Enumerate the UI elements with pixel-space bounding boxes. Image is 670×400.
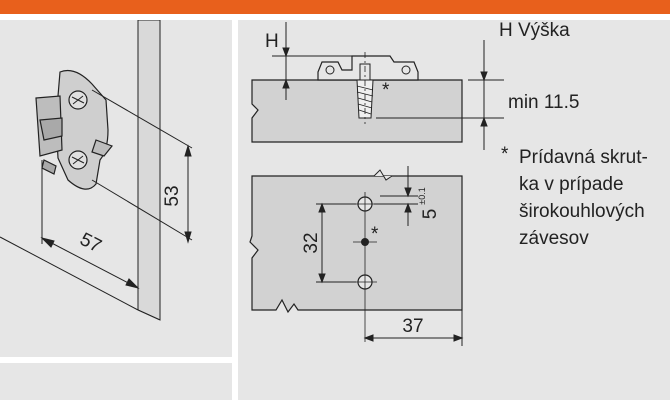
note-line: širokouhlových	[519, 201, 645, 222]
plan-view: * 32 5 ±0.1	[249, 166, 464, 346]
left-figure-panel: 53 57	[0, 20, 232, 400]
dimension-53	[91, 89, 193, 244]
screw-asterisk: *	[382, 80, 390, 101]
dimension-37	[363, 310, 464, 346]
dimension-h	[272, 22, 352, 100]
dimension-32-label: 32	[301, 232, 322, 253]
mounting-plate-isometric-drawing: 53 57	[0, 20, 232, 400]
cabinet-bottom-face	[0, 237, 160, 400]
cabinet-front-edge	[137, 309, 161, 321]
hole-center-lines	[353, 192, 377, 342]
dimension-57-label: 57	[76, 229, 104, 257]
note-line: závesov	[519, 228, 589, 249]
dimension-32	[316, 202, 356, 284]
note-line: Prídavná skrut-	[519, 147, 648, 168]
dimension-57	[40, 160, 140, 289]
dimension-5-tolerance: ±0.1	[417, 187, 427, 204]
plan-asterisk: *	[371, 224, 379, 245]
right-figure-panel: * H	[238, 20, 670, 400]
note-line: ka v prípade	[519, 174, 624, 195]
side-section-view: * H	[251, 22, 504, 150]
plate-slot-right	[401, 65, 411, 75]
top-accent-bar	[0, 0, 670, 14]
h-symbol: H	[265, 31, 279, 52]
board-plan	[249, 175, 463, 314]
dimension-min-thickness	[376, 40, 504, 150]
height-legend: H Výška	[499, 20, 570, 41]
note-asterisk: *	[501, 144, 509, 165]
plate-slot-left	[325, 65, 335, 75]
dimension-37-label: 37	[402, 316, 423, 337]
board-section	[251, 79, 463, 143]
board-break-top	[373, 169, 393, 181]
cabinet-side-edge	[137, 20, 161, 321]
min-thickness-label: min 11.5	[508, 92, 580, 113]
dimension-53-label: 53	[162, 185, 183, 206]
section-and-plan-views: * H	[249, 22, 504, 346]
dimension-5	[374, 166, 418, 226]
dimension-5-label: 5	[420, 209, 441, 220]
wide-angle-hinge-note: Prídavná skrut- ka v prípade širokouhlov…	[519, 144, 669, 252]
mounting-plate	[35, 69, 113, 190]
cabinet-bottom-edge	[0, 236, 139, 311]
